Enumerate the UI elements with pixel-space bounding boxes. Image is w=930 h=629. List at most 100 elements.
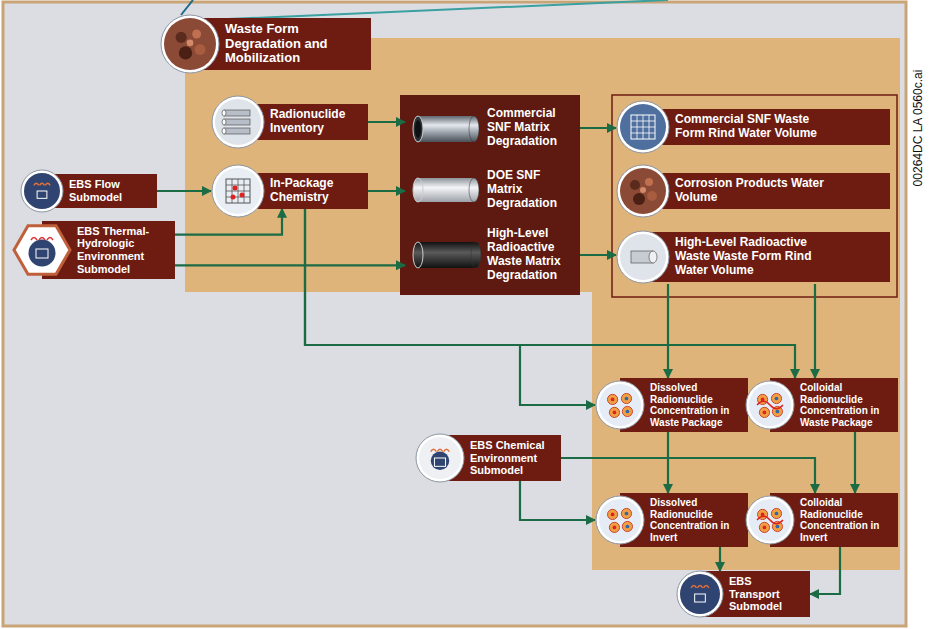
flow-arrow	[814, 284, 816, 378]
drawing-part	[36, 249, 48, 258]
drawing-part	[677, 571, 723, 617]
drawing-part	[29, 240, 56, 267]
drawing-part	[215, 99, 261, 145]
cylinder-illustration	[413, 242, 481, 268]
drawing-part	[431, 449, 437, 451]
flow-arrow	[667, 432, 669, 493]
node-label: Radionuclide Inventory	[270, 108, 362, 136]
drawing-part	[611, 398, 615, 402]
drawing-part	[21, 170, 63, 212]
drawing-part	[771, 508, 781, 518]
submodel-node: Colloidal Radionuclide Concentration in …	[745, 378, 898, 432]
icon	[676, 570, 724, 618]
drawing-part	[31, 238, 37, 241]
drawing-part	[611, 513, 615, 517]
drawing-part	[212, 165, 264, 217]
cylinder-illustration	[413, 116, 479, 142]
label-box: Corrosion Products Water Volume	[643, 173, 890, 209]
drawing-part	[469, 116, 479, 142]
drawing-part	[226, 191, 250, 192]
drawing-part	[746, 496, 794, 544]
node-label: EBS Chemical Environment Submodel	[470, 439, 555, 477]
drawing-part	[613, 526, 617, 530]
drawing-part	[631, 133, 655, 134]
drawing-part	[233, 186, 238, 191]
drawing-part	[39, 238, 45, 241]
drawing-part	[771, 393, 781, 403]
drawing-part	[226, 197, 250, 198]
flow-arrow	[667, 284, 669, 378]
drawing-part	[633, 193, 645, 205]
process-text-node: High-Level Radioactive Waste Matrix Degr…	[405, 223, 583, 286]
submodel-node: EBS Transport Submodel	[676, 570, 810, 618]
icon	[211, 164, 265, 218]
drawing-part	[596, 381, 644, 429]
drawing-part	[431, 452, 450, 471]
drawing-part	[418, 242, 476, 268]
flow-arrow	[175, 264, 405, 266]
submodel-node: Dissolved Radionuclide Concentration in …	[595, 493, 748, 547]
submodel-node: EBS Flow Submodel	[20, 169, 157, 213]
drawing-part	[176, 32, 187, 43]
drawing-part	[776, 410, 780, 414]
drawing-part	[434, 458, 445, 466]
drawing-part	[222, 128, 226, 134]
drawing-part	[759, 522, 769, 532]
submodel-node: Dissolved Radionuclide Concentration in …	[595, 378, 748, 432]
icon	[616, 230, 670, 284]
drawing-part	[625, 397, 629, 401]
submodel-node: Commercial SNF Waste Form Rind Water Vol…	[616, 100, 890, 154]
node-label: In-Package Chemistry	[270, 177, 362, 205]
drawing-part	[240, 193, 245, 198]
drawing-part	[222, 119, 226, 125]
label-box: Commercial SNF Waste Form Rind Water Vol…	[643, 109, 890, 145]
drawing-part	[631, 115, 655, 139]
icon	[12, 220, 72, 280]
node-label: High-Level Radioactive Waste Waste Form …	[675, 236, 825, 277]
drawing-part	[224, 119, 250, 125]
drawing-part	[759, 407, 769, 417]
drawing-part	[649, 251, 657, 263]
node-label: DOE SNF Matrix Degradation	[487, 169, 577, 210]
tan-region	[185, 38, 900, 570]
icon	[616, 164, 670, 218]
drawing-part	[244, 179, 245, 203]
drawing-part	[596, 381, 644, 429]
drawing-part	[212, 96, 264, 148]
drawing-part	[625, 512, 629, 516]
drawing-part	[419, 437, 461, 479]
drawing-part	[704, 586, 709, 588]
drawing-part	[415, 120, 421, 138]
flow-arrow	[368, 121, 405, 123]
drawing-part	[776, 525, 780, 529]
node-label: Corrosion Products Water Volume	[675, 177, 825, 205]
process-text-node: DOE SNF Matrix Degradation	[405, 165, 583, 214]
icon	[595, 380, 645, 430]
submodel-node: Corrosion Products Water Volume	[616, 164, 890, 218]
drawing-part	[215, 168, 261, 214]
drawing-part	[640, 187, 646, 193]
drawing-part	[179, 46, 192, 59]
node-label: Colloidal Radionuclide Concentration in …	[800, 382, 892, 428]
drawing-part	[617, 231, 669, 283]
submodel-node: Colloidal Radionuclide Concentration in …	[745, 493, 898, 547]
water-volume-group-box	[612, 95, 897, 297]
drawing-part	[757, 516, 783, 523]
drawing-part	[775, 512, 779, 516]
drawing-part	[621, 508, 631, 518]
drawing-part	[697, 586, 702, 588]
node-label: Commercial SNF Waste Form Rind Water Vol…	[675, 113, 825, 141]
frame-panel	[3, 2, 906, 626]
drawing-part	[212, 165, 264, 217]
drawing-part	[231, 195, 236, 200]
drawing-part	[620, 168, 666, 214]
drawing-part	[680, 574, 720, 614]
drawing-part	[691, 586, 696, 588]
drawing-part	[626, 410, 630, 414]
drawing-part	[192, 30, 201, 39]
drawing-part	[631, 127, 655, 128]
drawing-part	[40, 183, 45, 185]
drawing-part	[596, 496, 644, 544]
icon	[745, 495, 795, 545]
drawing-part	[222, 110, 226, 116]
